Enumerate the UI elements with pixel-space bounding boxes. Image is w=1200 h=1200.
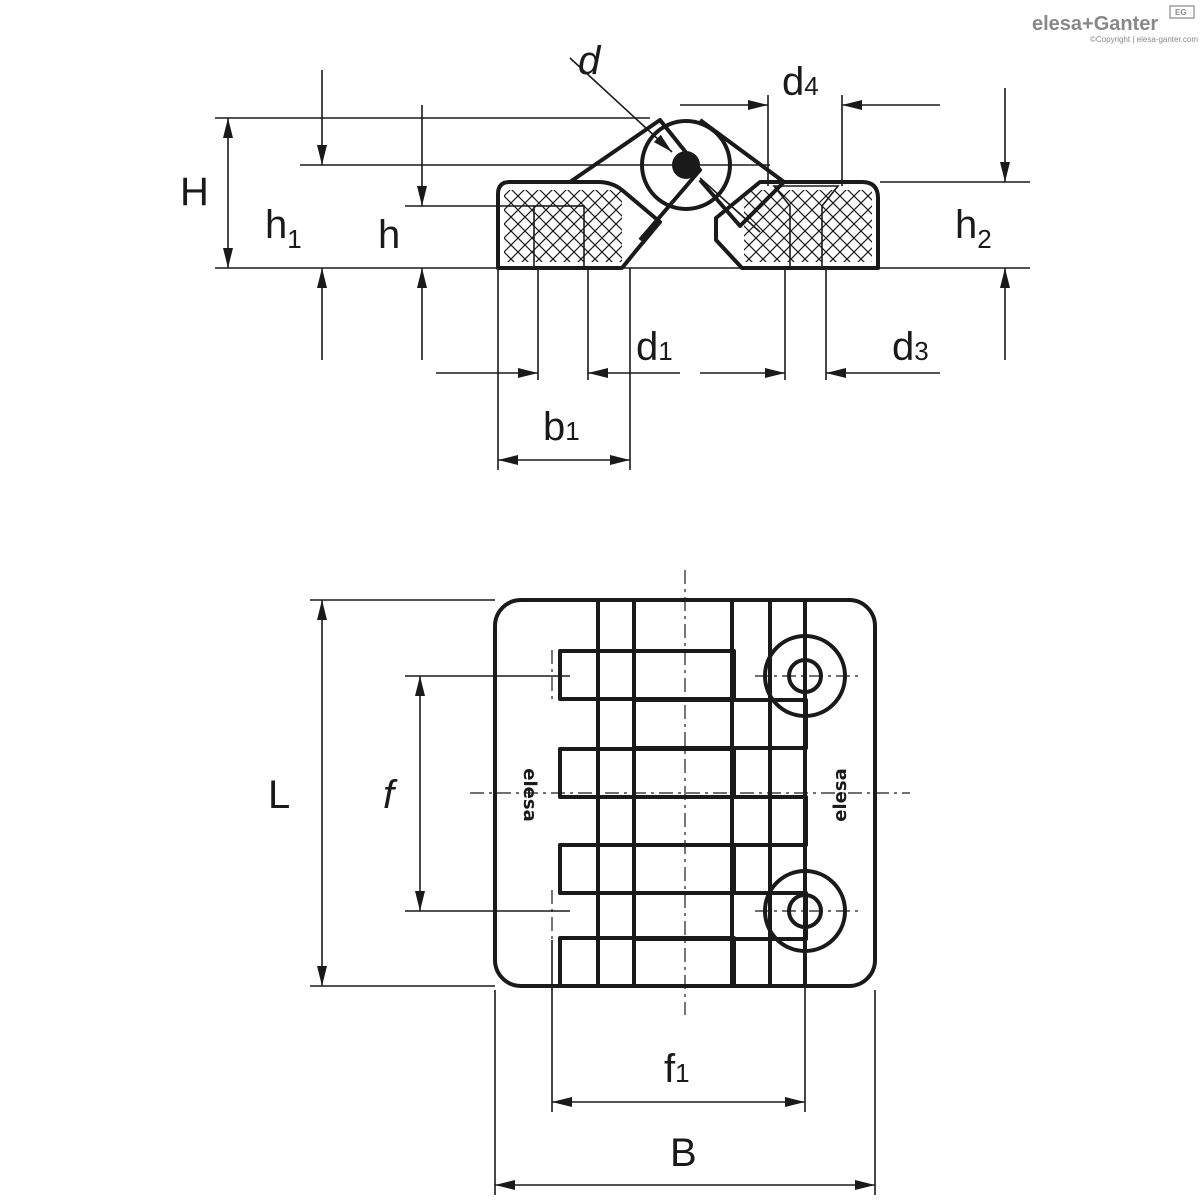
- label-B: B: [670, 1131, 697, 1175]
- knuckle-3: [558, 843, 736, 895]
- knuckle-5: [632, 698, 808, 750]
- left-leaf-hatch: [504, 190, 622, 262]
- label-f1: f1: [664, 1047, 690, 1091]
- brand-badge: EG: [1175, 8, 1187, 17]
- brand-logo: elesa+Ganter EG ©Copyright | elesa-gante…: [1032, 5, 1198, 44]
- label-b1: b1: [543, 405, 580, 449]
- label-h1: h1: [265, 203, 302, 254]
- side-view: H h1 h d d4 h2 d1 d3: [180, 39, 1030, 470]
- right-leaf-hatch: [744, 190, 872, 262]
- label-H: H: [180, 170, 209, 214]
- knuckle-4: [558, 936, 736, 988]
- label-h: h: [378, 213, 400, 257]
- label-d1: d1: [636, 325, 673, 369]
- knuckle-6: [632, 795, 808, 847]
- label-L: L: [268, 773, 290, 817]
- label-d: d: [578, 39, 602, 83]
- brand-badge-frame: [1169, 5, 1195, 19]
- copyright-text: ©Copyright | elesa-ganter.com: [1090, 35, 1198, 44]
- knuckle-2: [558, 747, 736, 799]
- knuckle-1: [558, 649, 736, 701]
- label-f: f: [383, 773, 398, 817]
- label-d4: d4: [782, 60, 819, 104]
- left-leaf-outline: [496, 180, 662, 270]
- knuckle-7: [632, 891, 808, 941]
- brand-logo-text: elesa+Ganter: [1032, 13, 1158, 35]
- label-h2: h2: [955, 203, 992, 254]
- dim-d: [569, 57, 673, 153]
- brand-mark-left: elesa: [519, 768, 540, 821]
- brand-mark-right: elesa: [830, 768, 851, 821]
- top-view: elesa elesa L f f1 B: [268, 570, 910, 1195]
- label-d3: d3: [892, 325, 929, 369]
